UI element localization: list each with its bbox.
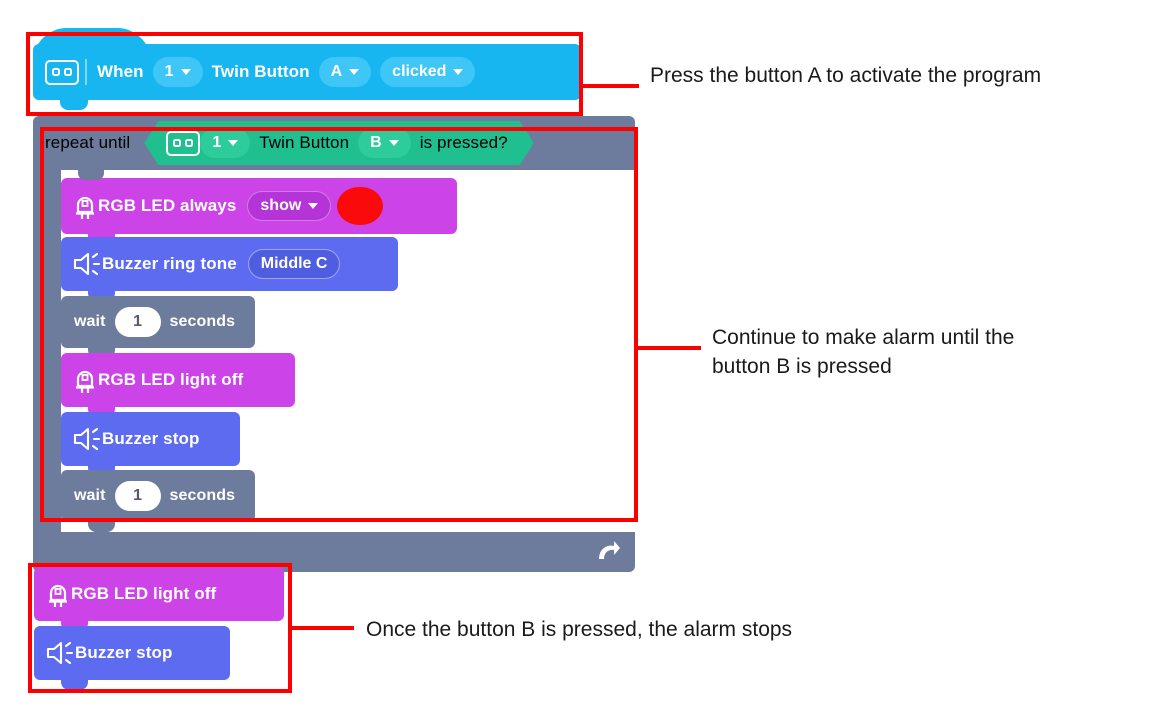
block-buzzer-stop[interactable]: Buzzer stop [61,412,240,476]
event-hat-block[interactable]: When 1 Twin Button A clicked [33,44,581,100]
block-buzzer-ring-tone[interactable]: Buzzer ring tone Middle C [61,237,398,301]
annotation-leader-2 [638,346,701,350]
block-wait-seconds-1[interactable]: wait 1 seconds [61,296,255,358]
repeat-inner-notch [78,170,104,180]
wait-seconds-input[interactable]: 1 [114,481,161,511]
wait-seconds-value: 1 [133,487,142,504]
block-rgb-led-light-off-final[interactable]: RGB LED light off [34,567,284,631]
event-select-hat[interactable]: clicked [380,57,476,87]
chevron-down-icon [308,203,319,209]
rgb-led-light-off-label: RGB LED light off [98,370,244,389]
repeat-until-header[interactable]: repeat until 1 Twin Button B is pressed? [33,116,635,170]
led-icon [76,370,94,393]
button-value: B [370,134,382,151]
block-rgb-led-always-show[interactable]: RGB LED always show [61,178,457,244]
led-mode-select[interactable]: show [247,191,332,221]
chevron-down-icon [180,69,191,75]
hat-block-notch [60,99,88,110]
predicate-label: is pressed? [419,133,508,152]
led-mode-value: show [260,197,302,214]
button-value: A [330,63,343,80]
port-select-hat[interactable]: 1 [152,57,203,87]
buzzer-icon [73,427,101,451]
twin-button-icon [166,131,200,156]
annotation-leader-3 [292,626,354,630]
buzzer-tone-value: Middle C [260,255,328,272]
annotation-leader-1 [583,84,639,88]
buzzer-icon [46,641,74,665]
block-rgb-led-light-off[interactable]: RGB LED light off [61,353,295,417]
buzzer-stop-label-final: Buzzer stop [75,643,173,662]
when-label: When [97,62,144,81]
led-icon [76,196,94,219]
is-pressed-condition-block[interactable]: 1 Twin Button B is pressed? [144,121,533,165]
seconds-label: seconds [169,487,236,504]
buzzer-tone-select[interactable]: Middle C [247,249,341,279]
block-notch [61,620,88,631]
led-color-swatch[interactable] [337,187,384,225]
block-notch [88,290,115,301]
chevron-down-icon [349,69,360,75]
wait-seconds-value: 1 [133,313,142,330]
button-select-condition[interactable]: B [358,128,411,158]
loop-arrow-icon [599,541,620,559]
device-label-condition: Twin Button [259,133,350,152]
repeat-left-spine [33,170,61,532]
buzzer-ring-tone-label: Buzzer ring tone [102,254,237,273]
seconds-label: seconds [169,313,236,330]
wait-seconds-input[interactable]: 1 [114,307,161,337]
block-notch [61,679,88,690]
repeat-until-label: repeat until [45,133,131,152]
block-notch [88,521,115,532]
block-wait-seconds-2[interactable]: wait 1 seconds [61,470,255,532]
block-buzzer-stop-final[interactable]: Buzzer stop [34,626,230,690]
buzzer-stop-label: Buzzer stop [102,429,200,448]
event-value: clicked [392,63,447,80]
rgb-led-light-off-label-final: RGB LED light off [71,584,217,603]
annotation-text-2: Continue to make alarm until the button … [712,326,1015,378]
chevron-down-icon [453,69,464,75]
wait-label: wait [74,313,106,330]
port-select-condition[interactable]: 1 [200,128,250,158]
buzzer-icon [73,252,101,276]
chevron-down-icon [228,140,238,146]
port-value: 1 [212,134,222,151]
rgb-led-always-label: RGB LED always [98,196,237,215]
repeat-until-block[interactable]: repeat until 1 Twin Button B is pressed? [33,116,635,583]
block-notch [88,406,115,417]
device-label-hat: Twin Button [211,62,310,81]
port-value: 1 [164,63,174,80]
button-select-hat[interactable]: A [318,57,372,87]
led-icon [49,584,67,607]
block-notch [88,347,115,358]
annotation-text-3: Once the button B is pressed, the alarm … [366,618,793,641]
repeat-until-footer[interactable] [33,532,635,572]
annotation-text-1: Press the button A to activate the progr… [650,64,1042,87]
block-divider [85,59,87,85]
twin-button-icon [45,59,79,85]
wait-label: wait [74,487,106,504]
chevron-down-icon [389,140,399,146]
